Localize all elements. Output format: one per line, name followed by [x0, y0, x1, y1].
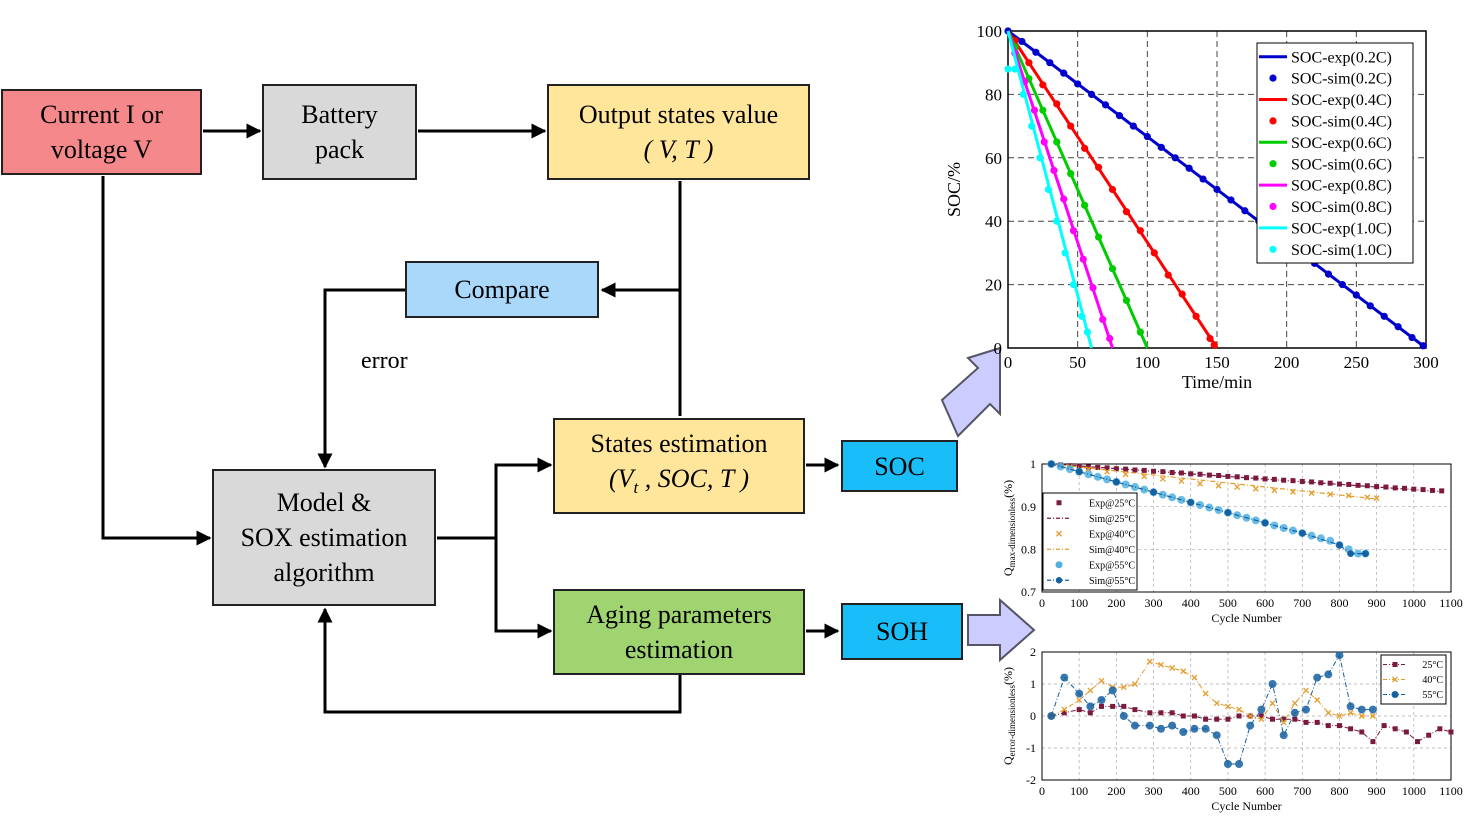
- states-rest: , SOC, T ): [638, 464, 750, 494]
- states-vars: (Vt , SOC, T ): [591, 461, 768, 505]
- arrow-compare-to-model: [317, 288, 405, 469]
- model-line-3: algorithm: [273, 558, 375, 587]
- soc-to-chart-arrow: [940, 346, 1001, 438]
- states-open: (: [608, 464, 618, 494]
- states-estimation-block: States estimation (Vt , SOC, T ): [553, 418, 805, 514]
- model-line-1: Model &: [276, 488, 372, 517]
- aging-estimation-block: Aging parameters estimation: [553, 589, 805, 675]
- soh-output-block: SOH: [841, 603, 963, 660]
- output-vars: ( V, T ): [643, 135, 714, 164]
- input-block: Current I or voltage V: [1, 89, 202, 175]
- error-label: error: [361, 348, 408, 374]
- arrow-split-to-states: [494, 457, 553, 538]
- soh-to-chart-arrow: [967, 597, 1036, 663]
- arrow-input-to-model: [101, 176, 212, 546]
- compare-block: Compare: [405, 261, 599, 318]
- soc-output-block: SOC: [841, 440, 958, 492]
- battery-line-1: Battery: [301, 100, 378, 129]
- arrow-split-to-aging: [494, 538, 553, 639]
- states-sub: t: [633, 478, 639, 498]
- soh-label: SOH: [875, 617, 928, 646]
- soc-label: SOC: [874, 451, 925, 481]
- arrow-aging-feedback-to-model: [317, 607, 682, 714]
- states-v: V: [617, 464, 634, 494]
- battery-pack-block: Battery pack: [262, 84, 417, 180]
- model-block: Model & SOX estimation algorithm: [212, 469, 436, 606]
- battery-line-2: pack: [314, 135, 365, 164]
- input-line-2: voltage V: [50, 135, 153, 164]
- model-line-2: SOX estimation: [240, 523, 408, 552]
- compare-label: Compare: [454, 275, 550, 304]
- arrow-output-to-compare: [600, 181, 682, 298]
- aging-line-1: Aging parameters: [586, 600, 772, 629]
- aging-line-2: estimation: [624, 635, 734, 664]
- output-states-block: Output states value ( V, T ): [547, 84, 810, 180]
- output-title: Output states value: [578, 100, 779, 129]
- input-line-1: Current I or: [40, 100, 163, 129]
- states-title: States estimation: [590, 429, 768, 459]
